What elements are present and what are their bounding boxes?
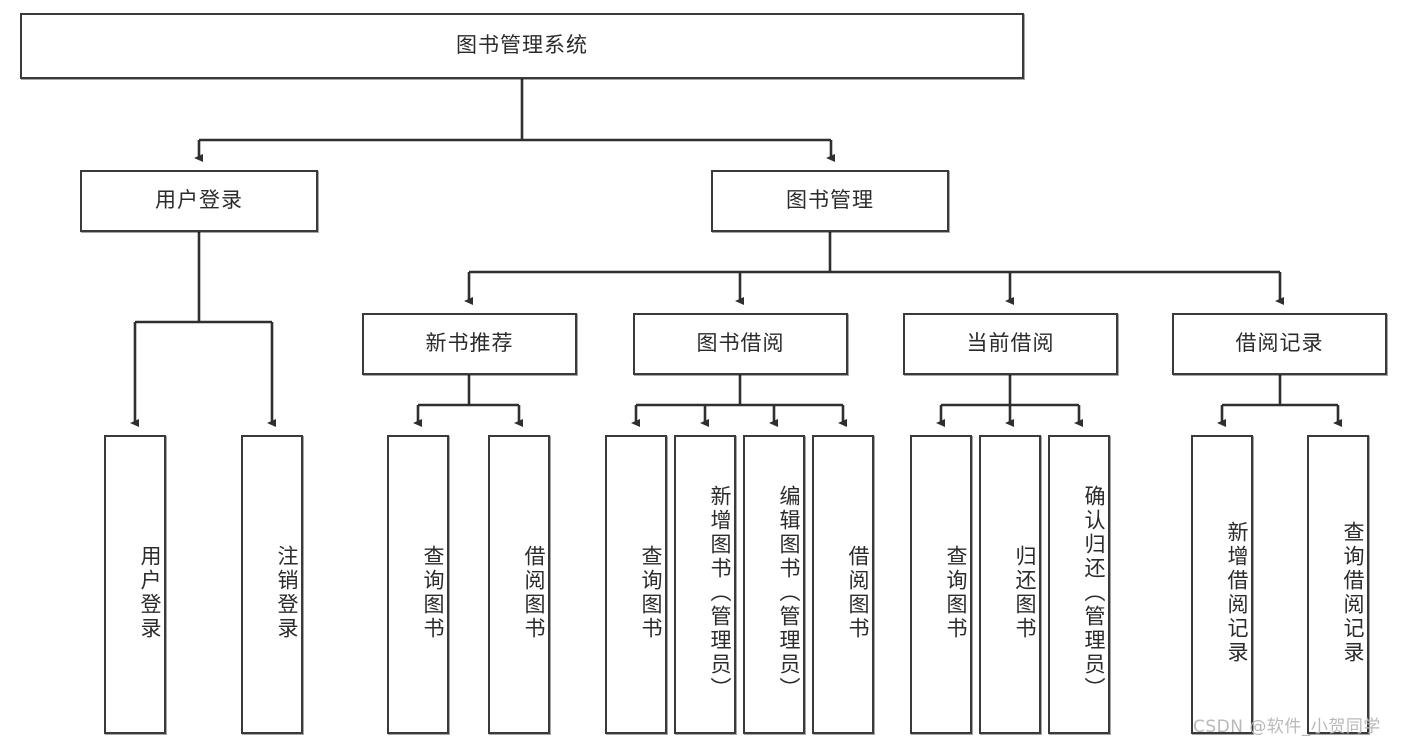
node-book-management[interactable]: 图书管理 (711, 170, 949, 232)
node-user-login[interactable]: 用户登录 (80, 170, 318, 232)
node-leaf-logout[interactable]: 注销登录 (241, 435, 303, 734)
node-leaf-query-borrow-record[interactable]: 查询借阅记录 (1307, 435, 1369, 734)
node-root-system[interactable]: 图书管理系统 (20, 13, 1024, 79)
node-leaf-query-book-current[interactable]: 查询图书 (910, 435, 972, 734)
node-leaf-query-book-recommend[interactable]: 查询图书 (387, 435, 449, 734)
node-borrow-record[interactable]: 借阅记录 (1172, 313, 1387, 375)
node-leaf-query-book-borrow[interactable]: 查询图书 (605, 435, 667, 734)
csdn-watermark: CSDN @软件_小贺同学 (1193, 717, 1381, 737)
node-leaf-user-login[interactable]: 用户登录 (104, 435, 166, 734)
node-leaf-borrow-book[interactable]: 借阅图书 (812, 435, 874, 734)
node-leaf-edit-book-admin[interactable]: 编辑图书（管理员） (743, 435, 805, 734)
node-book-borrow[interactable]: 图书借阅 (633, 313, 848, 375)
node-leaf-confirm-return-admin[interactable]: 确认归还（管理员） (1048, 435, 1110, 734)
node-leaf-add-borrow-record[interactable]: 新增借阅记录 (1191, 435, 1253, 734)
node-leaf-return-book[interactable]: 归还图书 (979, 435, 1041, 734)
node-current-borrow[interactable]: 当前借阅 (903, 313, 1118, 375)
node-new-book-recommend[interactable]: 新书推荐 (362, 313, 577, 375)
node-leaf-add-book-admin[interactable]: 新增图书（管理员） (674, 435, 736, 734)
node-leaf-borrow-book-recommend[interactable]: 借阅图书 (488, 435, 550, 734)
